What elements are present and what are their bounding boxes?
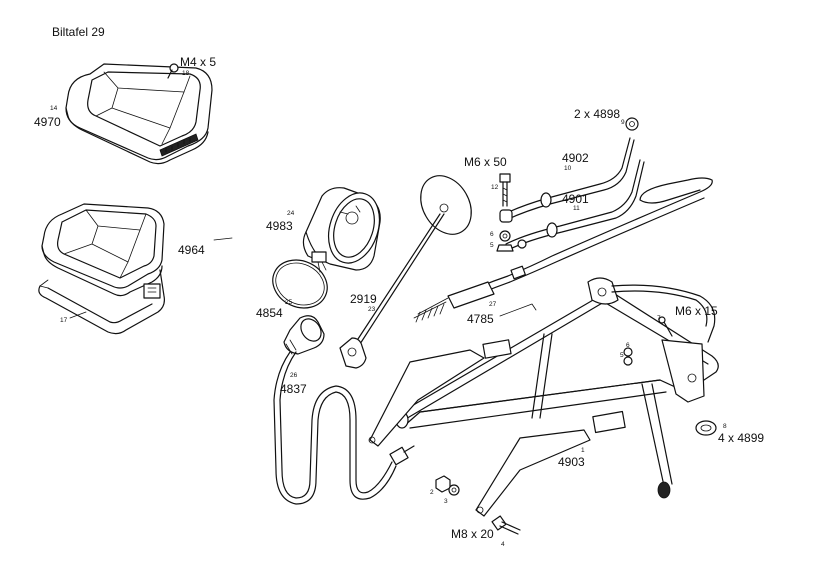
cushion-4970-drawing: [65, 63, 213, 165]
frame-4903-drawing: [368, 277, 719, 517]
callout-n24: 24: [287, 210, 295, 217]
callout-4837: 4837: [280, 382, 307, 396]
cable-4837-drawing: [273, 315, 415, 505]
callout-4983: 4983: [266, 219, 293, 233]
callout-n12: 12: [491, 184, 499, 191]
callout-2919: 2919: [350, 292, 377, 306]
screw-m4x5-drawing: [167, 63, 179, 79]
callout-4903: 4903: [558, 455, 585, 469]
cushion-4964-drawing: [38, 203, 165, 335]
callout-n26: 26: [290, 372, 298, 379]
callout-n10: 10: [564, 165, 572, 172]
callout-n6b: 6: [626, 342, 630, 349]
callout-n8: 8: [723, 423, 727, 430]
callout-n23: 23: [368, 306, 376, 313]
sheet-title: Biltafel 29: [52, 25, 105, 39]
washer-4898-drawing: [625, 117, 639, 131]
callout-m6x50: M6 x 50: [464, 155, 507, 169]
callout-n6a: 6: [490, 231, 494, 238]
nuts-2-3-drawing: [435, 475, 460, 496]
callout-n5b: 5: [620, 352, 624, 359]
callout-4785: 4785: [467, 312, 494, 326]
hardware-on-frame-drawing: [623, 316, 673, 366]
callout-m4x5: M4 x 5: [180, 55, 217, 69]
callout-n5a: 5: [490, 242, 494, 249]
callout-n3: 3: [444, 498, 448, 505]
callout-n7: 7: [657, 315, 661, 322]
callout-n4: 4: [501, 541, 505, 548]
callout-n11: 11: [573, 205, 580, 212]
sender-2919-drawing: [339, 175, 472, 369]
bolt-m8x20-drawing: [491, 515, 521, 535]
callout-4901: 4901: [562, 192, 589, 206]
washer-4899-drawing: [695, 420, 717, 436]
callout-n9: 9: [621, 119, 625, 126]
callout-n17: 17: [60, 317, 68, 324]
callout-n1: 1: [581, 447, 585, 454]
callout-4970: 4970: [34, 115, 61, 129]
rod-4902-drawing: [499, 137, 635, 223]
callout-n2: 2: [430, 489, 434, 496]
bolt-m6x50-drawing: [496, 173, 527, 252]
callout-n25: 25: [285, 299, 293, 306]
callout-4964: 4964: [178, 243, 205, 257]
cable-4785-drawing: [413, 177, 713, 323]
callout-n18: 18: [182, 70, 190, 77]
callout-4854: 4854: [256, 306, 283, 320]
ring-4854-drawing: [272, 259, 328, 309]
callout-m8x20: M8 x 20: [451, 527, 494, 541]
callout-n14: 14: [50, 105, 58, 112]
callout-4902: 4902: [562, 151, 589, 165]
gauge-4983-drawing: [302, 187, 381, 273]
leader-lines: [213, 237, 233, 241]
callout-4x4899: 4 x 4899: [718, 431, 765, 445]
callout-m6x15: M6 x 15: [675, 304, 718, 318]
callout-n27: 27: [489, 301, 497, 308]
callout-2x4898: 2 x 4898: [574, 107, 621, 121]
